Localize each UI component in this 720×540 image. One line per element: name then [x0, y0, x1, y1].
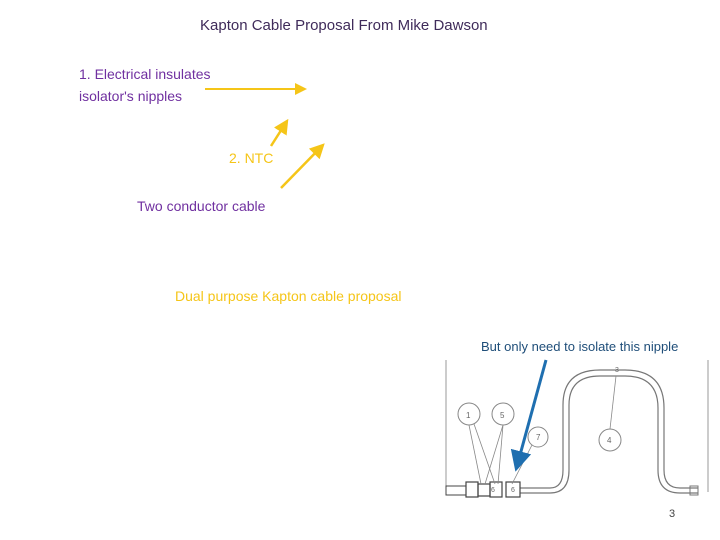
label-electrical-insulates: 1. Electrical insulates [79, 66, 211, 82]
balloon-7 [527, 426, 549, 448]
label-dual-purpose-proposal: Dual purpose Kapton cable proposal [175, 288, 402, 304]
balloon-label-1: 1 [466, 411, 471, 420]
arrow-isolate-nipple [510, 359, 548, 472]
arrow-ntc [269, 118, 289, 147]
joint-label-b: 6 [511, 487, 515, 494]
label-two-conductor-cable: Two conductor cable [137, 198, 266, 214]
nipple-1 [465, 481, 479, 498]
label-ntc: 2. NTC [229, 150, 274, 166]
balloon-label-7: 7 [536, 433, 541, 442]
arrow-two-conductor [280, 143, 325, 189]
label-isolators-nipples: isolator's nipples [79, 88, 183, 104]
balloon-label-3: 3 [615, 367, 619, 374]
joint-label-a: 6 [491, 487, 495, 494]
pipe-end [445, 485, 467, 496]
balloon-label-5: 5 [500, 411, 505, 420]
nipple-2 [477, 483, 491, 497]
balloon-label-4: 4 [607, 436, 612, 445]
cable-outline [520, 369, 698, 489]
nipple-3 [489, 481, 503, 498]
isolate-note: But only need to isolate this nipple [481, 339, 679, 354]
slide-title: Kapton Cable Proposal From Mike Dawson [200, 17, 488, 34]
page-number: 3 [669, 508, 676, 520]
